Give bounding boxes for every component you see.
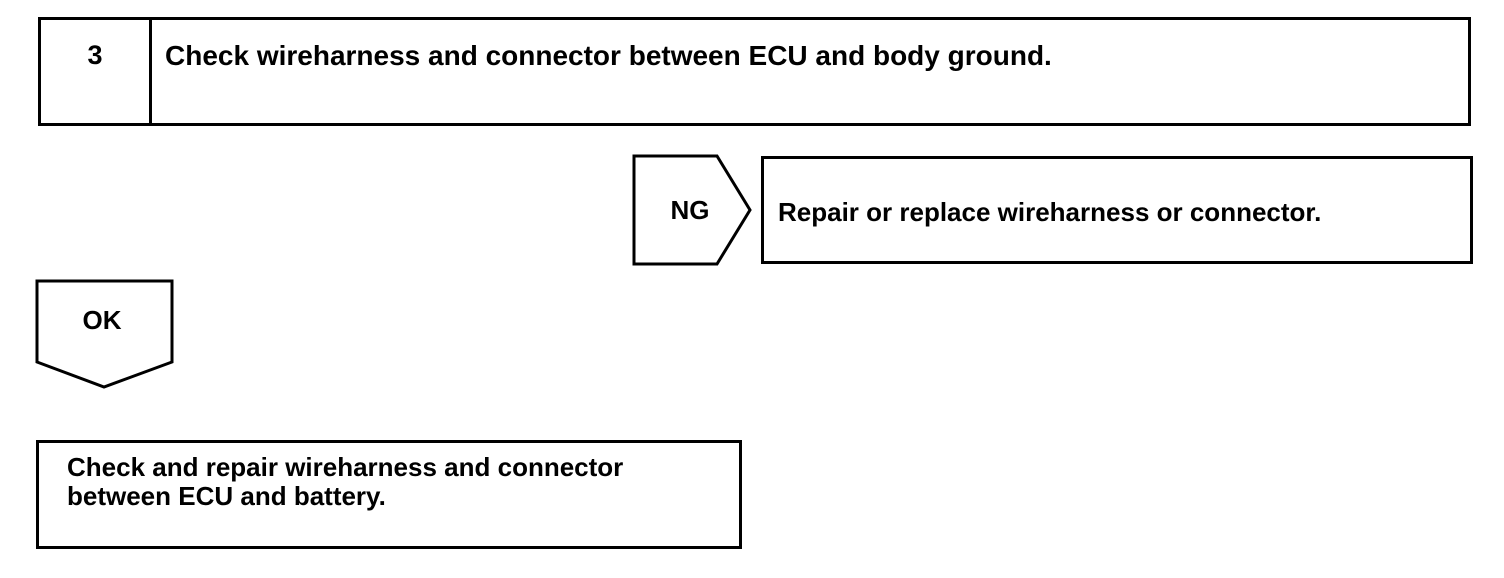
final-action-box: Check and repair wireharness and connect… xyxy=(36,440,742,549)
step-header-box: 3 Check wireharness and connector betwee… xyxy=(38,17,1471,126)
ng-result-box: Repair or replace wireharness or connect… xyxy=(761,156,1473,264)
step-number-cell: 3 xyxy=(41,20,152,123)
step-title: Check wireharness and connector between … xyxy=(165,40,1052,71)
final-action-text: Check and repair wireharness and connect… xyxy=(67,452,624,511)
ng-result-text: Repair or replace wireharness or connect… xyxy=(778,197,1322,227)
step-number: 3 xyxy=(87,40,103,70)
ok-label: OK xyxy=(82,305,122,335)
ng-label: NG xyxy=(670,195,710,225)
